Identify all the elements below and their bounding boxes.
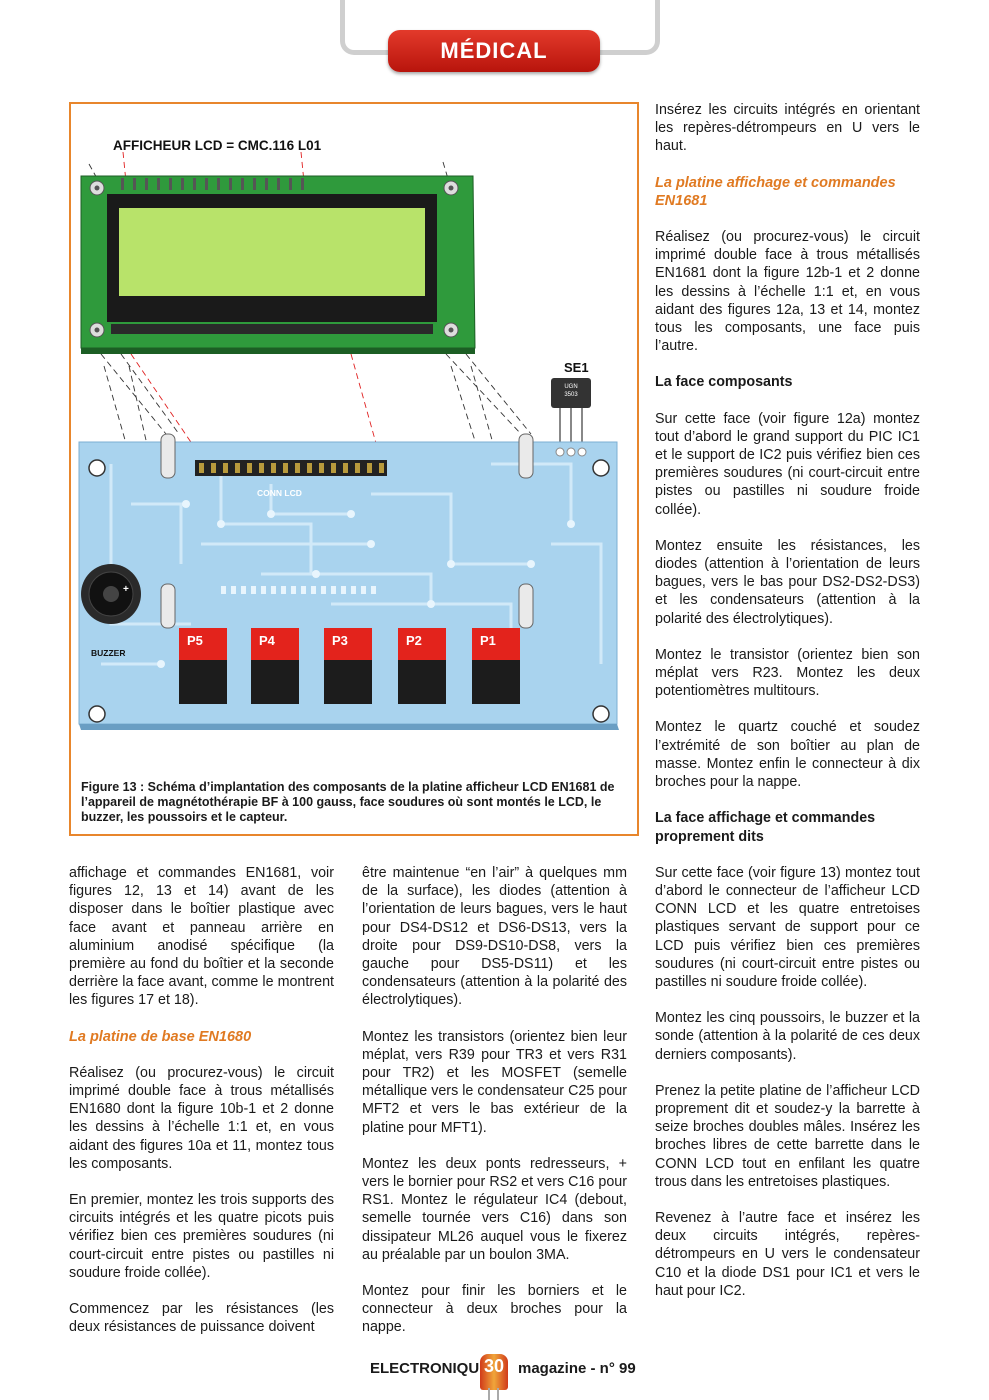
section-title: MÉDICAL (388, 30, 600, 72)
paragraph: être maintenue “en l’air” à quelques mm … (362, 865, 627, 1009)
column-1: affichage et commandes EN1681, voir figu… (69, 864, 334, 1354)
sub-heading: La face affichage et commandes propremen… (655, 810, 876, 845)
figure-caption: Figure 13 : Schéma d’implantation des co… (81, 780, 615, 824)
paragraph: Prenez la petite platine de l’afficheur … (655, 1082, 920, 1190)
paragraph: Montez les deux ponts redresseurs, + ver… (362, 1155, 627, 1263)
se1-label: SE1 (564, 360, 589, 375)
paragraph: Commencez par les résistances (les deux … (69, 1301, 334, 1336)
figure-13: AFFICHEUR LCD = CMC.116 L01 (69, 102, 639, 836)
lcd-screen (119, 208, 425, 296)
magazine-issue: magazine - n° 99 (518, 1360, 636, 1377)
push-buttons: P5 P4 P3 P2 (179, 628, 520, 704)
paragraph: affichage et commandes EN1681, voir figu… (69, 865, 334, 1009)
svg-text:P4: P4 (259, 633, 276, 648)
buzzer: + (81, 564, 141, 624)
paragraph: Réalisez (ou procurez-vous) le circuit i… (655, 229, 920, 355)
svg-text:P5: P5 (187, 633, 203, 648)
magazine-name: ELECTRONIQUE (370, 1360, 490, 1377)
svg-text:P3: P3 (332, 633, 348, 648)
buzzer-label: BUZZER (91, 648, 125, 658)
base-pcb: CONN LCD + BUZZER P5 (78, 433, 619, 730)
lcd-pins (121, 178, 304, 190)
svg-text:+: + (123, 584, 129, 595)
page-number: 30 (480, 1354, 508, 1400)
lcd-module (80, 175, 476, 354)
paragraph: Montez ensuite les résistances, les diod… (655, 537, 920, 627)
paragraph: En premier, montez les trois supports de… (69, 1192, 334, 1281)
button-p1: P1 (472, 628, 520, 704)
paragraph: Montez le quartz couché et soudez l’extr… (655, 719, 920, 791)
ic-pad-row (221, 586, 376, 594)
column-2: être maintenue “en l’air” à quelques mm … (362, 864, 627, 1355)
paragraph: Insérez les circuits intégrés en orienta… (655, 102, 920, 155)
footer: ELECTRONIQUE 30 magazine - n° 99 (370, 1354, 640, 1400)
paragraph: Sur cette face (voir figure 12a) montez … (655, 410, 920, 518)
paragraph: Sur cette face (voir figure 13) montez t… (655, 864, 920, 990)
button-p5: P5 (179, 628, 227, 704)
sub-heading: La face composants (655, 374, 793, 391)
pcb-illustration: AFFICHEUR LCD = CMC.116 L01 (78, 138, 619, 730)
conn-lcd (195, 460, 387, 476)
paragraph: Réalisez (ou procurez-vous) le circuit i… (69, 1064, 334, 1172)
column-3: Insérez les circuits intégrés en orienta… (655, 101, 920, 1318)
paragraph: Montez les cinq poussoirs, le buzzer et … (655, 1010, 920, 1063)
button-p2: P2 (398, 628, 446, 704)
button-p4: P4 (251, 628, 299, 704)
conn-lcd-label: CONN LCD (257, 488, 302, 498)
section-heading: La platine affichage et commandes EN1681 (655, 174, 896, 209)
svg-text:3503: 3503 (564, 392, 578, 398)
paragraph: Montez le transistor (orientez bien son … (655, 646, 920, 700)
svg-text:P1: P1 (480, 633, 496, 648)
button-p3: P3 (324, 628, 372, 704)
svg-text:UGN: UGN (564, 384, 577, 390)
paragraph: Montez les transistors (orientez bien le… (362, 1028, 627, 1136)
lcd-label: AFFICHEUR LCD = CMC.116 L01 (113, 138, 322, 153)
svg-text:P2: P2 (406, 633, 422, 648)
paragraph: Revenez à l’autre face et insérez les de… (655, 1209, 920, 1299)
section-heading: La platine de base EN1680 (69, 1028, 252, 1045)
paragraph: Montez pour finir les borniers et le con… (362, 1283, 627, 1336)
